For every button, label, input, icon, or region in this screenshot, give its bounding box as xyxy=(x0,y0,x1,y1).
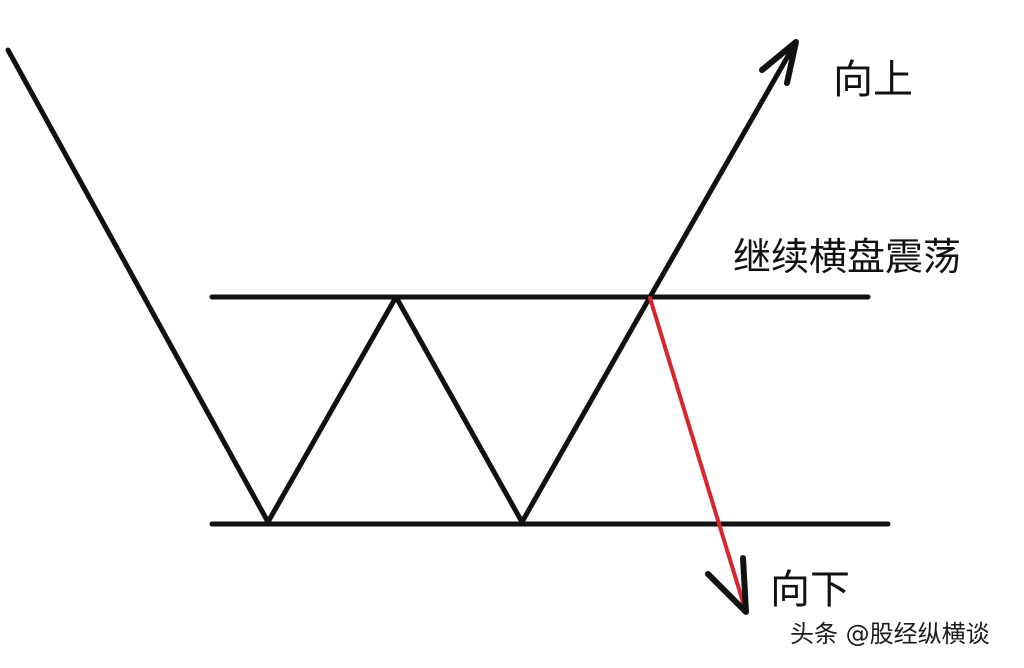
label-continue-consolidation: 继续横盘震荡 xyxy=(733,235,962,279)
label-down: 向下 xyxy=(770,567,850,613)
arrow-down-icon xyxy=(705,555,749,615)
arrow-up-icon xyxy=(759,39,799,86)
label-up: 向上 xyxy=(833,57,913,103)
price-path xyxy=(5,39,799,525)
watermark: 头条 @股经纵横谈 xyxy=(790,620,990,648)
breakdown-arrow-shaft xyxy=(648,296,748,614)
